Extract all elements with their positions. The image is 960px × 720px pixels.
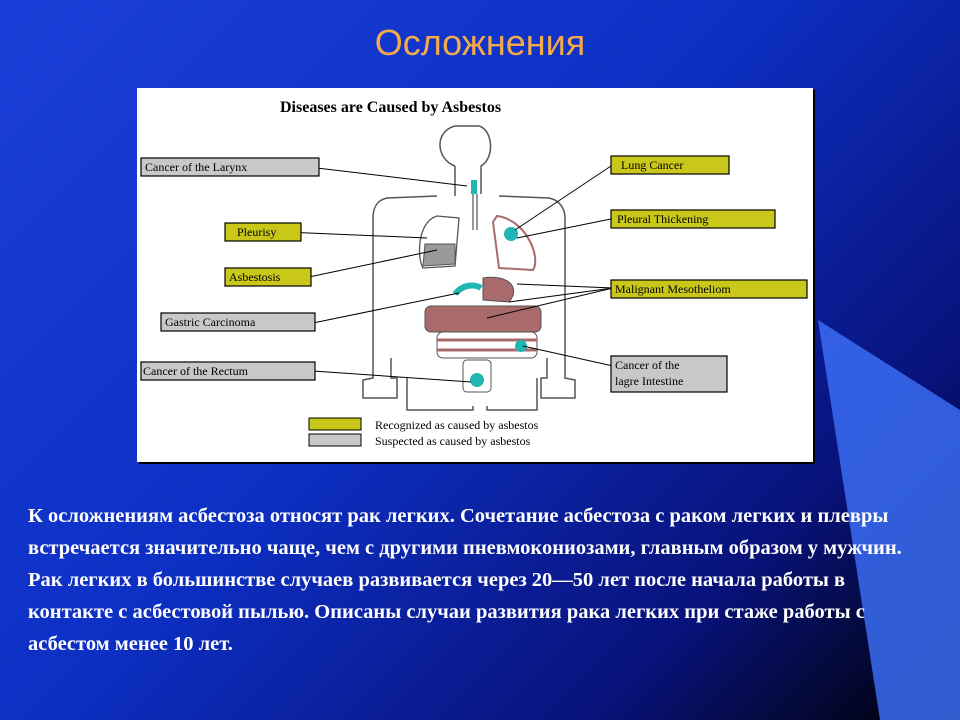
label-cancer-rectum: Cancer of the Rectum bbox=[140, 361, 316, 381]
trachea bbox=[472, 194, 478, 230]
rectum-spot bbox=[470, 373, 484, 387]
intestines bbox=[424, 305, 542, 393]
svg-text:Gastric Carcinoma: Gastric Carcinoma bbox=[165, 315, 256, 329]
svg-text:lagre Intestine: lagre Intestine bbox=[615, 374, 683, 388]
svg-text:Pleural Thickening: Pleural Thickening bbox=[617, 212, 708, 226]
larynx-spot bbox=[471, 180, 477, 194]
label-gastric-carcinoma: Gastric Carcinoma bbox=[160, 312, 316, 332]
label-pleurisy: Pleurisy bbox=[224, 222, 302, 242]
gastric-spot bbox=[452, 282, 483, 297]
svg-text:Asbestosis: Asbestosis bbox=[229, 270, 281, 284]
figure-title: Diseases are Caused by Asbestos bbox=[280, 99, 501, 116]
svg-text:Lung Cancer: Lung Cancer bbox=[621, 158, 683, 172]
legend: Recognized as caused by asbestos Suspect… bbox=[308, 417, 539, 448]
label-cancer-large-intestine: Cancer of the lagre Intestine bbox=[610, 355, 728, 393]
lung-cancer-spot bbox=[504, 227, 518, 241]
label-malignant-mesothelioma: Malignant Mesotheliom bbox=[610, 279, 808, 299]
asbestos-diseases-figure: Diseases are Caused by Asbestos bbox=[137, 88, 813, 462]
legend-swatch-recognized bbox=[308, 417, 362, 431]
label-lung-cancer: Lung Cancer bbox=[610, 155, 730, 175]
svg-text:Pleurisy: Pleurisy bbox=[237, 225, 276, 239]
legend-suspected-label: Suspected as caused by asbestos bbox=[375, 434, 531, 448]
svg-text:Malignant Mesotheliom: Malignant Mesotheliom bbox=[615, 282, 731, 296]
legend-recognized-label: Recognized as caused by asbestos bbox=[375, 418, 539, 432]
leader-lines bbox=[284, 165, 614, 383]
slide-title: Осложнения bbox=[374, 22, 586, 63]
svg-text:Cancer of the Larynx: Cancer of the Larynx bbox=[145, 160, 247, 174]
left-lung bbox=[491, 214, 537, 272]
label-asbestosis: Asbestosis bbox=[224, 267, 312, 287]
pleurisy-area bbox=[422, 243, 456, 267]
svg-text:Cancer of the Rectum: Cancer of the Rectum bbox=[143, 364, 249, 378]
slide-body-text: К осложнениям асбестоза относят рак легк… bbox=[28, 505, 902, 655]
svg-text:Cancer of the: Cancer of the bbox=[615, 358, 680, 372]
legend-swatch-suspected bbox=[308, 433, 362, 447]
body-outline bbox=[362, 125, 576, 411]
stomach bbox=[482, 276, 515, 303]
label-cancer-larynx: Cancer of the Larynx bbox=[140, 157, 320, 177]
label-pleural-thickening: Pleural Thickening bbox=[610, 209, 776, 229]
